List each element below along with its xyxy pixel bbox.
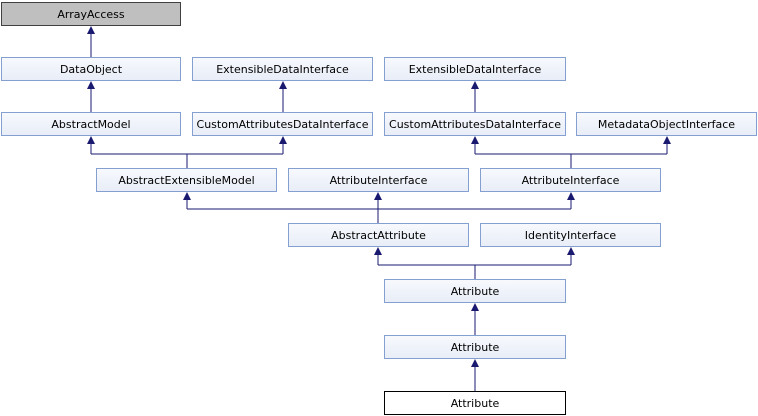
inheritance-arrowhead — [374, 247, 382, 255]
node-custom-attributes-data-interface-2[interactable]: CustomAttributesDataInterface — [384, 112, 566, 136]
inheritance-arrowhead — [279, 136, 287, 144]
node-array-access[interactable]: ArrayAccess — [1, 2, 181, 26]
inheritance-arrowhead — [567, 192, 575, 200]
inheritance-arrowhead — [374, 192, 382, 200]
node-abstract-attribute[interactable]: AbstractAttribute — [288, 223, 469, 247]
inheritance-arrowhead — [471, 81, 479, 89]
inheritance-arrowhead — [183, 192, 191, 200]
node-extensible-data-interface-2[interactable]: ExtensibleDataInterface — [384, 57, 566, 81]
node-abstract-model[interactable]: AbstractModel — [1, 112, 181, 136]
node-metadata-object-interface[interactable]: MetadataObjectInterface — [576, 112, 757, 136]
node-data-object[interactable]: DataObject — [1, 57, 181, 81]
node-attribute-interface-2[interactable]: AttributeInterface — [480, 168, 661, 192]
node-attribute-3: Attribute — [384, 391, 566, 415]
node-extensible-data-interface-1[interactable]: ExtensibleDataInterface — [192, 57, 373, 81]
inheritance-arrowhead — [87, 81, 95, 89]
node-attribute-2[interactable]: Attribute — [384, 335, 566, 359]
node-identity-interface[interactable]: IdentityInterface — [480, 223, 661, 247]
inheritance-arrowhead — [87, 136, 95, 144]
node-abstract-extensible-model[interactable]: AbstractExtensibleModel — [96, 168, 277, 192]
inheritance-arrowhead — [87, 26, 95, 34]
inheritance-arrowhead — [471, 303, 479, 311]
node-attribute-1[interactable]: Attribute — [384, 279, 566, 303]
inheritance-arrowhead — [471, 359, 479, 367]
node-attribute-interface-1[interactable]: AttributeInterface — [288, 168, 469, 192]
node-custom-attributes-data-interface-1[interactable]: CustomAttributesDataInterface — [192, 112, 373, 136]
inheritance-arrowhead — [663, 136, 671, 144]
inheritance-arrowhead — [471, 136, 479, 144]
inheritance-arrowhead — [279, 81, 287, 89]
inheritance-arrowhead — [567, 247, 575, 255]
